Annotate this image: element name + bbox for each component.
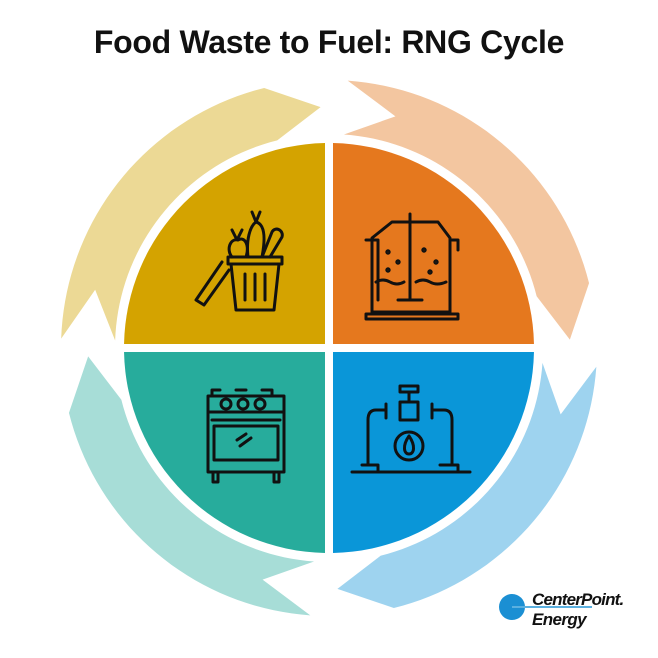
trash-can-with-food-icon xyxy=(194,210,284,312)
logo-line2: Energy xyxy=(532,610,587,629)
arrow-food-to-digester xyxy=(61,87,321,341)
quadrant-gas-pipeline xyxy=(333,352,534,553)
arrow-pipeline-to-stove xyxy=(337,362,597,609)
page-title: Food Waste to Fuel: RNG Cycle xyxy=(93,24,565,60)
quadrant-digester xyxy=(333,143,534,344)
logo-line1: CenterPoint. xyxy=(532,590,624,609)
gas-pipeline-flame-icon xyxy=(350,384,472,474)
arrow-stove-to-food xyxy=(68,356,315,616)
stove-oven-icon xyxy=(206,388,286,484)
quadrant-stove xyxy=(124,352,325,553)
logo-line xyxy=(512,606,592,608)
centerpoint-energy-logo: CenterPoint. Energy xyxy=(494,590,634,635)
anaerobic-digester-icon xyxy=(364,212,460,321)
arrow-digester-to-pipeline xyxy=(343,80,590,340)
